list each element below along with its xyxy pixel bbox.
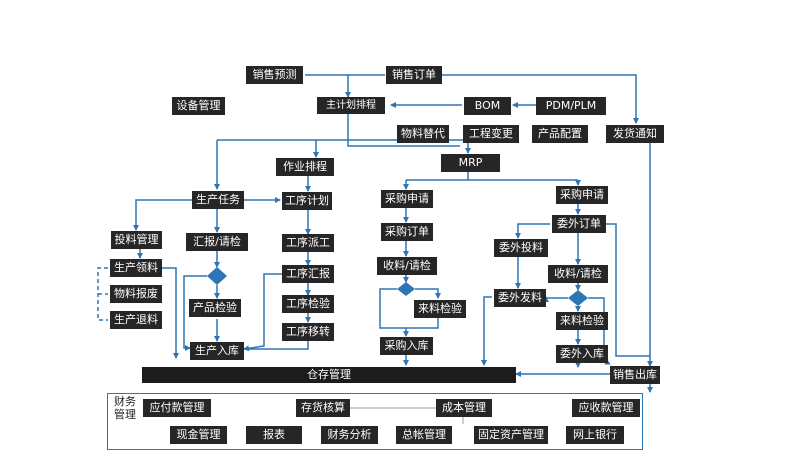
node-production-return: 生产退料 — [110, 311, 162, 329]
node-financial-analysis: 财务分析 — [321, 426, 378, 444]
node-payables: 应付款管理 — [143, 399, 211, 417]
connector — [440, 74, 639, 124]
node-mrp: MRP — [441, 154, 500, 172]
node-incoming-inspect-2: 来料检验 — [556, 312, 608, 330]
node-outsource-order: 委外订单 — [552, 215, 606, 233]
node-delivery-notice: 发货通知 — [606, 125, 664, 143]
decision-diamond — [568, 290, 588, 306]
node-process-report: 工序汇报 — [282, 265, 334, 283]
node-cost-mgmt: 成本管理 — [436, 399, 492, 417]
node-bom: BOM — [464, 97, 511, 115]
node-fixed-assets: 固定资产管理 — [474, 426, 548, 444]
connector — [481, 296, 492, 366]
node-outsource-issue: 委外发料 — [494, 289, 546, 307]
node-material-substitute: 物料替代 — [397, 125, 449, 143]
connector — [243, 273, 282, 352]
node-outsource-warehousing: 委外入库 — [556, 345, 608, 363]
node-production-task: 生产任务 — [192, 191, 244, 209]
node-product-config: 产品配置 — [532, 125, 588, 143]
node-production-warehousing: 生产入库 — [190, 342, 244, 360]
connector — [183, 275, 207, 351]
node-report-inspect: 汇报/请检 — [186, 233, 248, 251]
decision-diamond — [397, 282, 415, 296]
node-master-plan: 主计划排程 — [317, 97, 385, 114]
node-engineering-change: 工程变更 — [463, 125, 519, 143]
node-feed-mgmt: 投料管理 — [111, 231, 162, 249]
node-job-scheduling: 作业排程 — [276, 158, 334, 176]
node-process-plan: 工序计划 — [282, 192, 332, 210]
node-reports: 报表 — [246, 426, 302, 444]
connector — [162, 267, 179, 359]
node-receive-inspect-1: 收料/请检 — [377, 257, 437, 275]
node-incoming-inspect-1: 来料检验 — [414, 300, 466, 318]
node-process-inspect: 工序检验 — [282, 295, 334, 313]
connector — [606, 223, 650, 357]
node-purchase-order: 采购订单 — [381, 223, 433, 241]
node-purchase-request-2: 采购申请 — [556, 186, 608, 204]
node-sales-outbound: 销售出库 — [610, 366, 660, 384]
node-purchase-warehousing: 采购入库 — [380, 337, 433, 355]
node-sales-order: 销售订单 — [386, 66, 442, 84]
connector — [543, 296, 568, 302]
connector — [244, 340, 309, 350]
node-online-banking: 网上银行 — [566, 426, 624, 444]
node-pdm-plm: PDM/PLM — [536, 97, 606, 115]
node-process-transfer: 工序移转 — [282, 323, 334, 341]
node-cash-mgmt: 现金管理 — [170, 426, 227, 444]
connector — [379, 288, 409, 337]
node-material-scrap: 物料报废 — [110, 285, 162, 303]
connector — [415, 288, 441, 299]
node-receive-inspect-2: 收料/请检 — [548, 265, 608, 283]
node-general-ledger: 总帐管理 — [396, 426, 452, 444]
node-production-pick: 生产领料 — [110, 259, 162, 277]
connector — [406, 318, 439, 329]
node-outsource-feed: 委外投料 — [494, 239, 548, 257]
finance-panel — [107, 393, 643, 450]
node-warehouse-mgmt: 仓存管理 — [142, 367, 516, 383]
connector — [133, 199, 192, 231]
connector — [347, 140, 460, 147]
node-inventory-accounting: 存货核算 — [296, 399, 350, 417]
decision-diamond — [207, 267, 227, 285]
node-process-dispatch: 工序派工 — [282, 234, 334, 252]
node-receivables: 应收款管理 — [572, 399, 640, 417]
connector — [515, 223, 550, 239]
node-equipment-mgmt: 设备管理 — [172, 97, 225, 115]
node-product-inspect: 产品检验 — [189, 299, 241, 317]
finance-title: 财务管理 — [114, 395, 136, 421]
node-sales-forecast: 销售预测 — [246, 66, 303, 84]
node-purchase-request-1: 采购申请 — [381, 190, 433, 208]
